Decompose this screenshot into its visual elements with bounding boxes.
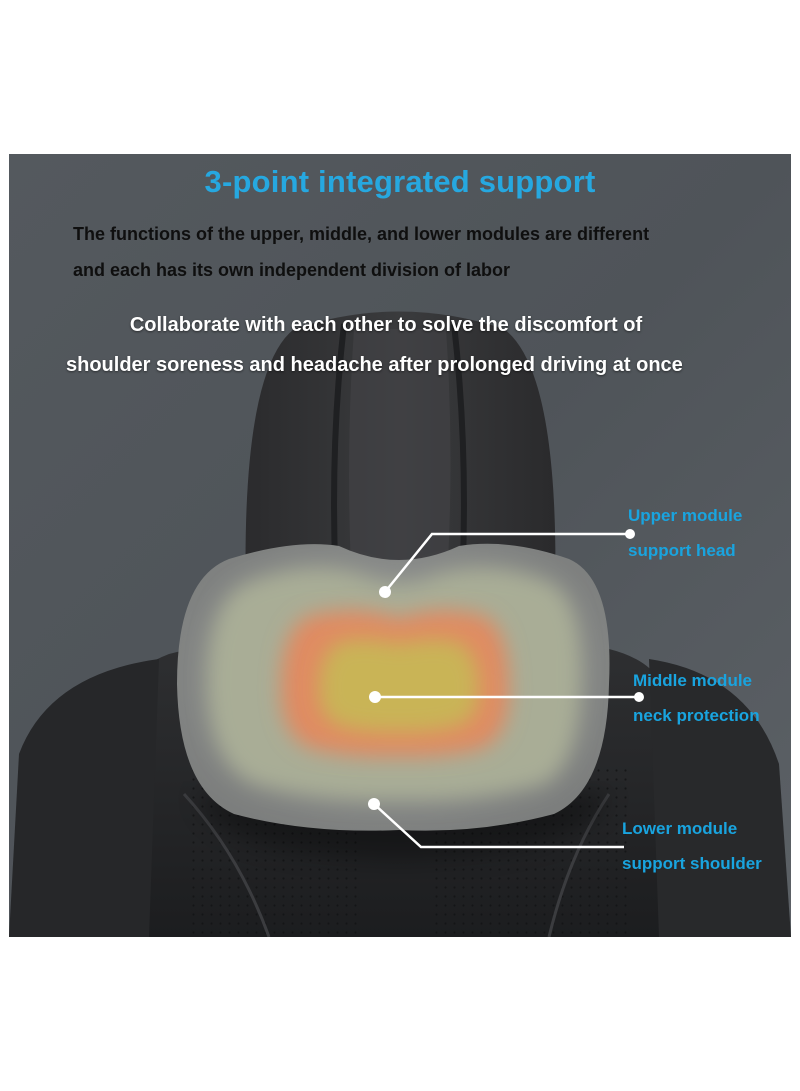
lower-module-title: Lower module [622,819,738,838]
middle-module-callout: Middle module neck protection [633,663,760,733]
core-zone [319,639,479,733]
headrest-highlight [349,329,451,624]
lower-module-subtitle: support shoulder [622,854,762,873]
product-image-panel: 3-point integrated support The functions… [9,154,791,937]
tagline-line-2: shoulder soreness and headache after pro… [66,354,683,376]
seat-stitch-left [182,792,271,937]
upper-module-title: Upper module [628,506,743,525]
description-line-2: and each has its own independent divisio… [73,260,511,280]
upper-module-callout: Upper module support head [628,498,742,568]
upper-module-subtitle: support head [628,541,736,560]
headline: 3-point integrated support [204,164,596,199]
middle-module-dot [369,691,381,703]
middle-module-title: Middle module [633,671,752,690]
tagline-line-1: Collaborate with each other to solve the… [129,314,643,336]
seat-side-bolster-right [649,659,791,937]
lower-leader-line [373,803,624,849]
upper-callout-dot [625,529,635,539]
car-seat-scene [9,154,791,937]
description-line-1: The functions of the upper, middle, and … [73,224,650,244]
upper-leader-line [384,532,626,593]
lower-module-callout: Lower module support shoulder [622,811,762,881]
seat-side-bolster-left [9,659,159,937]
middle-module-subtitle: neck protection [633,706,760,725]
middle-callout-dot [634,692,644,702]
upper-module-dot [379,586,391,598]
lower-module-dot [368,798,380,810]
